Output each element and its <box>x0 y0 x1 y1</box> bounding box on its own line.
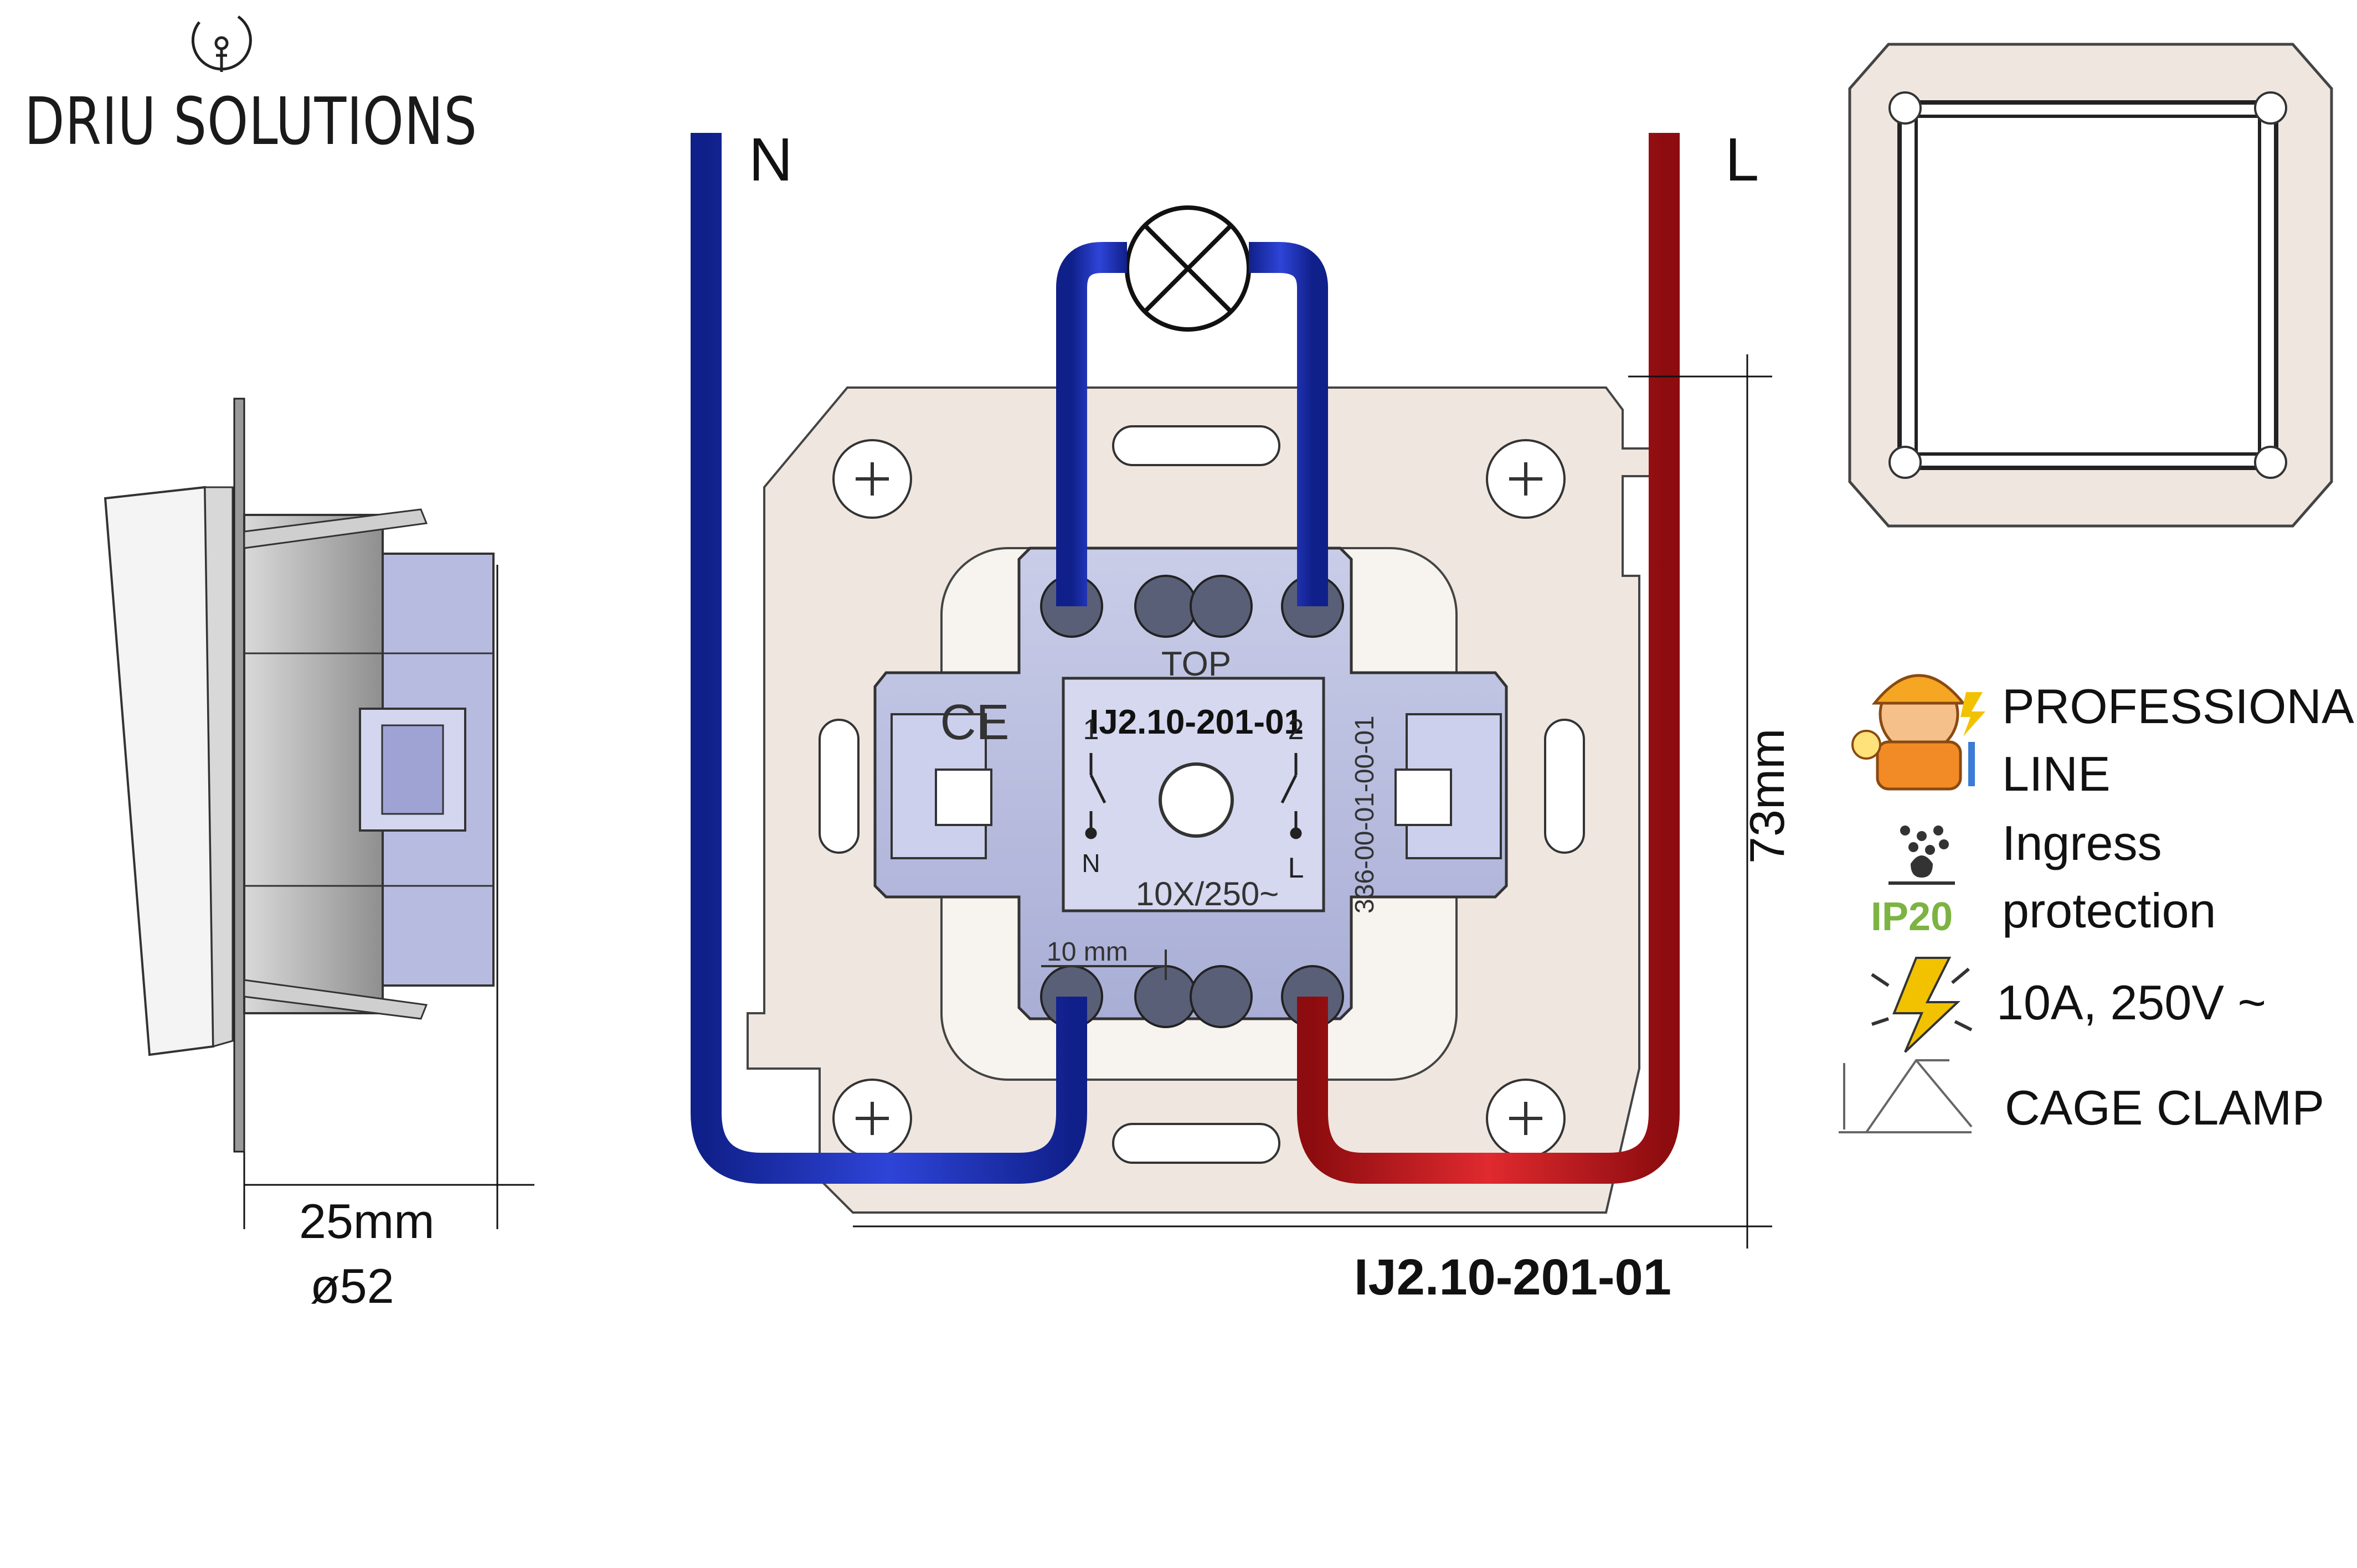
height-dimension: 73mm <box>1740 728 1794 864</box>
feature-clamp: CAGE CLAMP <box>2005 1080 2325 1135</box>
ce-mark: CE <box>940 695 1009 750</box>
lamp-symbol <box>1125 205 1251 332</box>
neutral-label: N <box>749 126 793 194</box>
terminal-l-label: L <box>1288 852 1304 884</box>
ip20-badge: IP20 <box>1871 895 1953 939</box>
side-view <box>104 398 534 1229</box>
feature-ingress: Ingress protection <box>2002 809 2216 945</box>
diameter-dimension: ø52 <box>310 1258 394 1313</box>
terminal-1-label: 1 <box>1083 714 1099 746</box>
side-rocker <box>104 486 215 1056</box>
release-buttons <box>935 768 1452 826</box>
switch-symbol <box>1085 753 1302 839</box>
model-caption: IJ2.10-201-01 <box>1354 1249 1671 1306</box>
strip-length-label: 10 mm <box>1047 937 1128 967</box>
feature-ingress-line1: Ingress <box>2002 816 2162 870</box>
center-hole <box>1159 762 1234 838</box>
width-dimension: 25mm <box>299 1194 435 1249</box>
lightning-icon <box>1871 957 1973 1053</box>
brand-logo <box>191 15 252 72</box>
module-top-marker: TOP <box>1161 645 1231 683</box>
strip-gauge <box>1041 950 1167 980</box>
live-label: L <box>1725 126 1759 194</box>
electrician-icon <box>1851 674 1985 791</box>
neutral-wire <box>691 133 1127 1184</box>
feature-professional-line2: LINE <box>2002 746 2111 801</box>
feature-professional: PROFESSIONAL LINE <box>2002 673 2357 808</box>
water-drops-icon <box>1888 826 1955 885</box>
brand-name: DRIU SOLUTIONS <box>24 83 477 159</box>
module-rating-marking: 10X/250~ <box>1136 875 1279 912</box>
front-view: TOP IJ2.10-201-01 1 2 N L 10X/250~ 336-0… <box>691 133 1772 1249</box>
feature-professional-line1: PROFESSIONAL <box>2002 679 2357 734</box>
live-wire <box>1297 133 1680 1184</box>
module-code: 336-00-01-00-01 <box>1350 715 1380 914</box>
terminal-2-label: 2 <box>1288 714 1304 746</box>
lightbulb-icon <box>191 15 252 72</box>
side-frame-plate <box>233 398 245 1153</box>
switch-wire <box>1249 242 1328 606</box>
cage-clamp-icon <box>1839 1059 1973 1133</box>
feature-ingress-line2: protection <box>2002 883 2216 938</box>
module-model-label: IJ2.10-201-01 <box>1089 703 1303 741</box>
terminal-n-label: N <box>1082 849 1100 878</box>
feature-rating: 10A, 250V ~ <box>1996 975 2266 1030</box>
frame-front-view <box>1848 43 2333 528</box>
